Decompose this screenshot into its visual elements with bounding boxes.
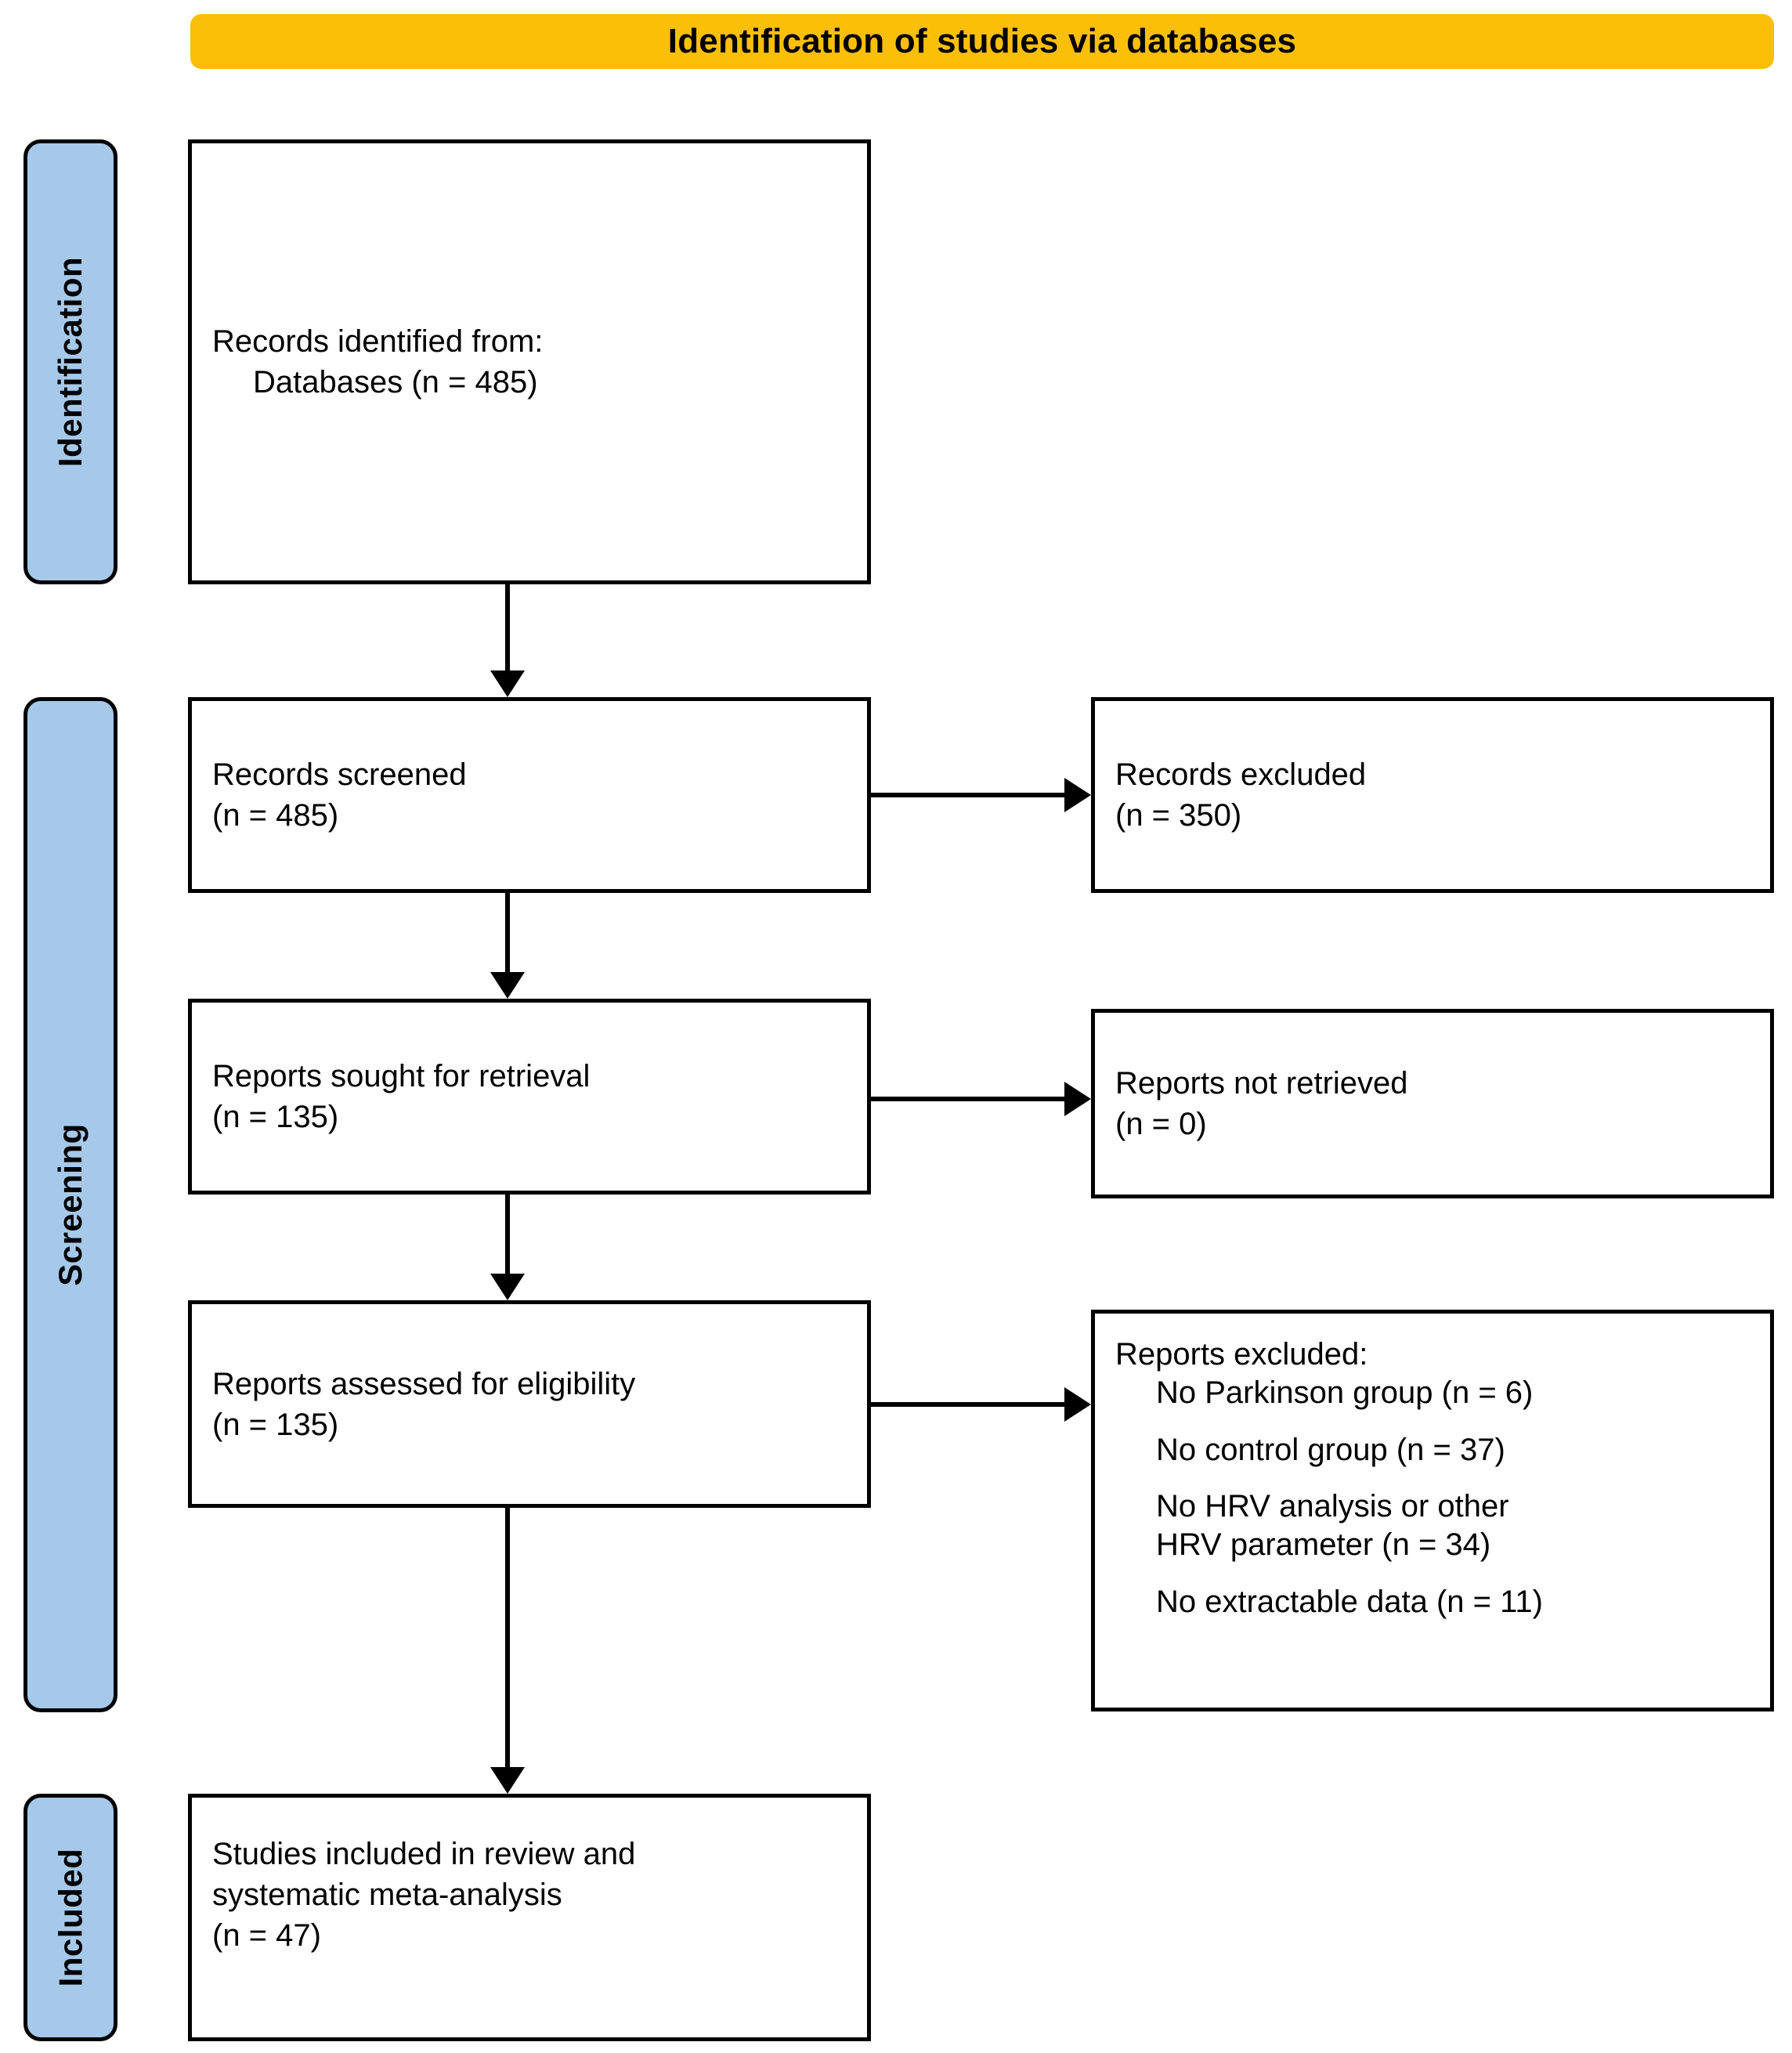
reports-excluded-heading: Reports excluded: [1115, 1337, 1368, 1372]
reports-assessed-line-2: (n = 135) [212, 1407, 339, 1442]
reports-sought-line-1: Reports sought for retrieval [212, 1059, 591, 1093]
arrow-shaft [505, 1508, 510, 1769]
box-studies-included: Studies included in review and systemati… [188, 1794, 871, 2041]
box-records-screened: Records screened (n = 485) [188, 697, 871, 893]
reports-not-retrieved-line-1: Reports not retrieved [1115, 1066, 1408, 1101]
stage-screening-text: Screening [52, 1123, 89, 1286]
arrow-shaft [871, 1097, 1066, 1101]
reports-excluded-reason-5: No extractable data (n = 11) [1156, 1584, 1543, 1619]
studies-included-line-3: (n = 47) [212, 1918, 321, 1953]
studies-included-line-2: systematic meta-analysis [212, 1878, 562, 1912]
arrow-shaft [505, 1195, 510, 1275]
arrow-head-right-icon [1064, 1082, 1091, 1116]
arrow-right-sought-to-not-retrieved [871, 1082, 1091, 1116]
reports-excluded-reason-4: HRV parameter (n = 34) [1156, 1527, 1491, 1563]
arrow-head-down-icon [490, 1274, 525, 1300]
arrow-down-assessed-to-included [490, 1508, 525, 1794]
arrow-shaft [871, 1402, 1066, 1407]
records-excluded-line-2: (n = 350) [1115, 798, 1242, 833]
arrow-head-down-icon [490, 972, 525, 999]
records-screened-line-1: Records screened [212, 757, 467, 792]
stage-label-included: Included [23, 1794, 117, 2041]
header-title: Identification of studies via databases [667, 22, 1297, 60]
arrow-head-right-icon [1064, 1387, 1091, 1422]
arrow-down-sought-to-assessed [490, 1195, 525, 1300]
arrow-shaft [505, 893, 510, 974]
reports-excluded-reason-1: No Parkinson group (n = 6) [1156, 1375, 1534, 1410]
box-reports-assessed-for-eligibility: Reports assessed for eligibility (n = 13… [188, 1300, 871, 1508]
stage-label-screening: Screening [23, 697, 117, 1712]
stage-label-identification: Identification [23, 139, 117, 584]
stage-included-text: Included [52, 1848, 89, 1987]
arrow-head-down-icon [490, 670, 525, 697]
header-banner: Identification of studies via databases [190, 14, 1774, 69]
reports-excluded-reason-3: No HRV analysis or other [1156, 1489, 1509, 1524]
reports-excluded-reason-2: No control group (n = 37) [1156, 1432, 1505, 1467]
records-screened-line-2: (n = 485) [212, 798, 339, 833]
arrow-down-identified-to-screened [490, 584, 525, 697]
arrow-head-right-icon [1064, 778, 1091, 812]
arrow-right-assessed-to-reports-excluded [871, 1387, 1091, 1422]
records-excluded-line-1: Records excluded [1115, 757, 1367, 792]
reports-sought-line-2: (n = 135) [212, 1100, 339, 1134]
records-identified-line-1: Records identified from: [212, 324, 544, 359]
box-records-excluded: Records excluded (n = 350) [1091, 697, 1774, 893]
arrow-down-screened-to-sought [490, 893, 525, 999]
arrow-shaft [871, 793, 1066, 797]
reports-not-retrieved-line-2: (n = 0) [1115, 1107, 1207, 1141]
box-reports-sought-for-retrieval: Reports sought for retrieval (n = 135) [188, 999, 871, 1195]
box-records-identified: Records identified from: Databases (n = … [188, 139, 871, 584]
studies-included-line-1: Studies included in review and [212, 1837, 636, 1871]
arrow-head-down-icon [490, 1767, 525, 1794]
reports-assessed-line-1: Reports assessed for eligibility [212, 1366, 636, 1401]
arrow-right-screened-to-records-excluded [871, 778, 1091, 812]
stage-identification-text: Identification [52, 256, 89, 468]
box-reports-excluded: Reports excluded: No Parkinson group (n … [1091, 1310, 1774, 1711]
records-identified-line-2: Databases (n = 485) [253, 365, 538, 399]
box-reports-not-retrieved: Reports not retrieved (n = 0) [1091, 1009, 1774, 1198]
arrow-shaft [505, 584, 510, 672]
